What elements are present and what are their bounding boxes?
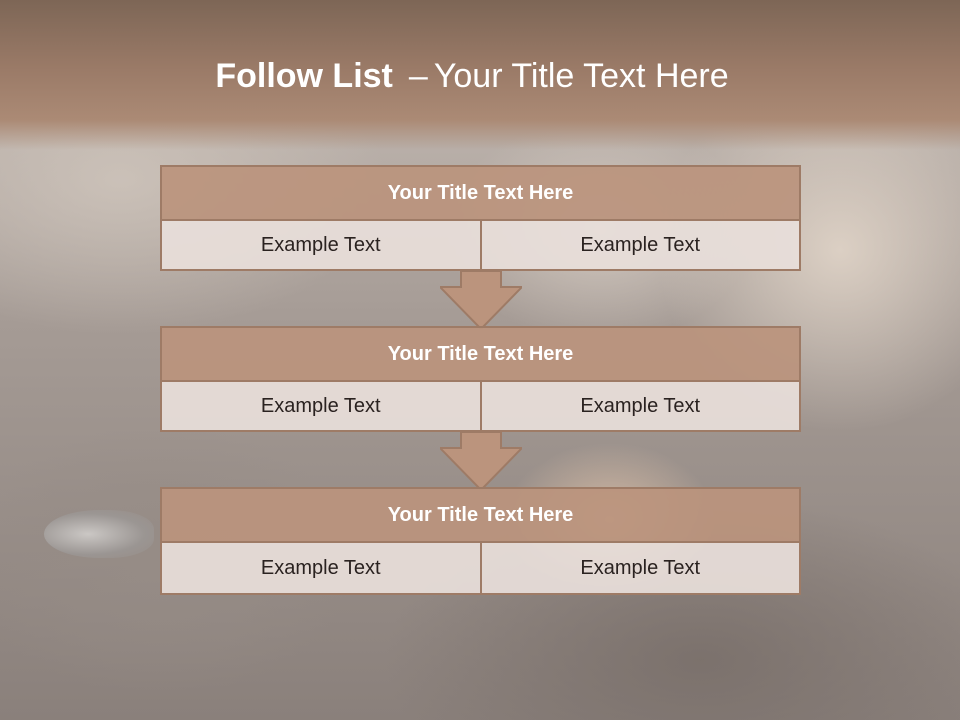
slide-title-bold: Follow List (215, 57, 393, 95)
block-row: Example Text Example Text (160, 543, 801, 595)
block-cell-right: Example Text (479, 543, 800, 593)
block-cell-left: Example Text (260, 394, 381, 417)
block-cell-right: Example Text (479, 221, 800, 269)
block-cell-left: Example Text (260, 556, 381, 579)
block-cell-left: Example Text (260, 233, 381, 256)
block-title: Your Title Text Here (160, 326, 801, 382)
header-band (0, 0, 960, 150)
jewelry-decoration (44, 510, 154, 558)
block-row: Example Text Example Text (160, 382, 801, 432)
list-block-1: Your Title Text Here Example Text Exampl… (160, 165, 801, 271)
down-arrow-icon (440, 432, 522, 490)
block-row: Example Text Example Text (160, 221, 801, 271)
block-title: Your Title Text Here (160, 165, 801, 221)
block-cell-right: Example Text (479, 382, 800, 430)
slide-title-separator: – (408, 57, 428, 95)
list-block-3: Your Title Text Here Example Text Exampl… (160, 487, 801, 595)
block-title: Your Title Text Here (160, 487, 801, 543)
down-arrow-icon (440, 271, 522, 329)
slide-title: Follow List–Your Title Text Here (0, 54, 944, 98)
slide-title-rest: Your Title Text Here (433, 57, 729, 95)
list-block-2: Your Title Text Here Example Text Exampl… (160, 326, 801, 432)
